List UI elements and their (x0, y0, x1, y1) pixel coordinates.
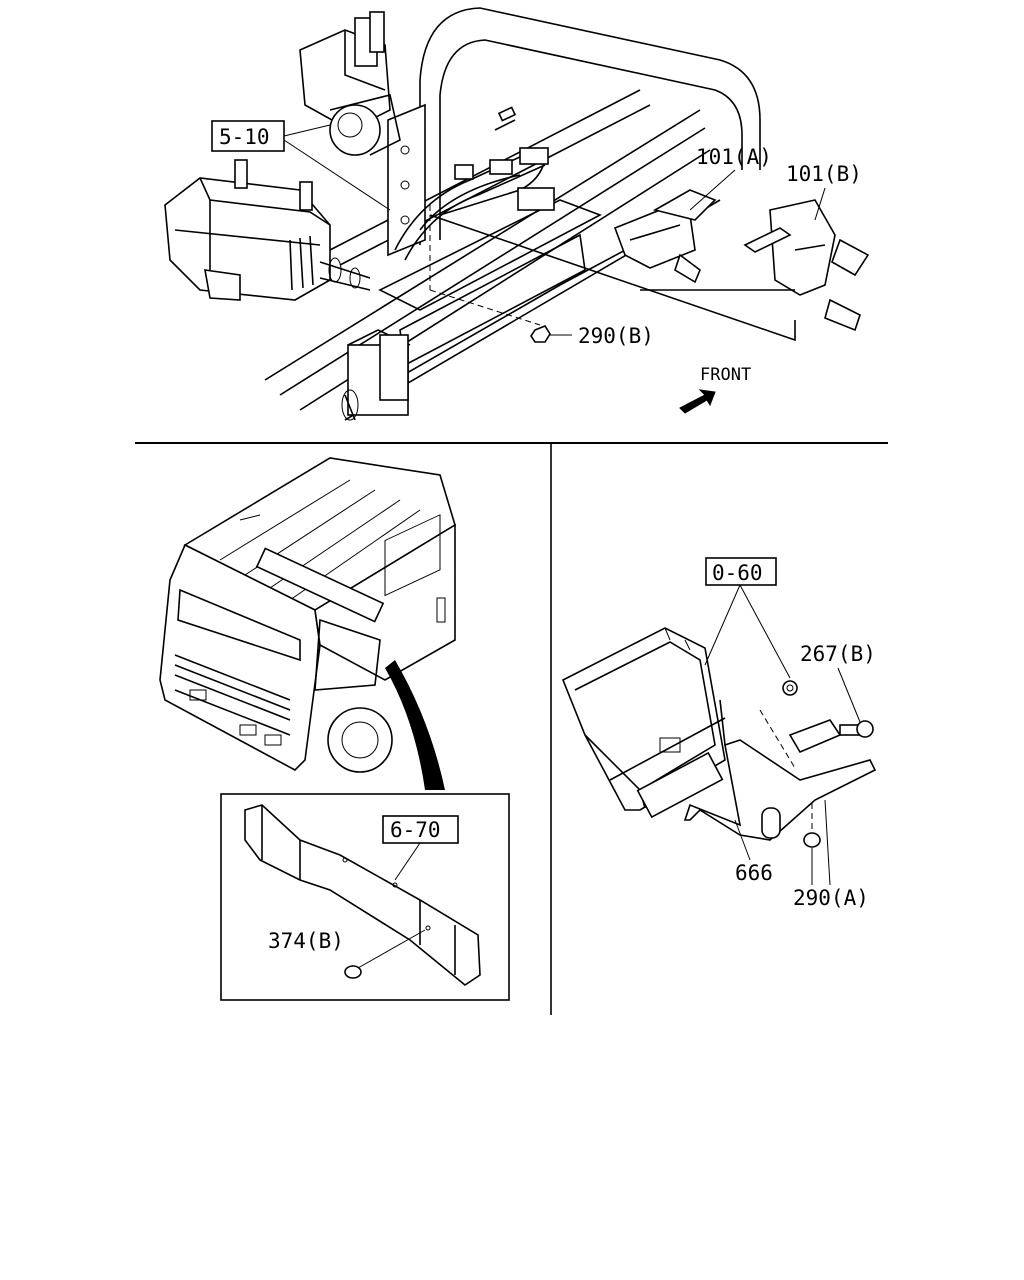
part-290a-label: 290(A) (793, 886, 869, 910)
ref-0-60-label: 0-60 (712, 561, 763, 585)
part-666-label: 666 (735, 861, 773, 885)
part-101b-label: 101(B) (786, 162, 862, 186)
part-374b-label: 374(B) (268, 929, 344, 953)
chassis-frame-drawing (164, 7, 870, 421)
front-label: FRONT (700, 365, 751, 385)
nut-icon (782, 680, 798, 696)
bracket-101b-drawing (743, 199, 870, 332)
part-290b-label: 290(B) (578, 324, 654, 348)
front-arrow-icon (679, 389, 716, 414)
detail-callout-arrow (385, 660, 445, 790)
ref-0-60-box (705, 557, 777, 586)
part-101a-label: 101(A) (696, 145, 772, 169)
washer-290a-icon (803, 832, 821, 848)
truck-cab-drawing (159, 457, 456, 790)
control-unit-drawing (561, 627, 877, 848)
plug-374b-icon (344, 965, 362, 979)
ref-6-70-label: 6-70 (390, 818, 441, 842)
part-267b-label: 267(B) (800, 642, 876, 666)
frame-rail-detail-drawing (244, 804, 481, 986)
ref-5-10-label: 5-10 (219, 125, 270, 149)
nut-290b-icon (530, 325, 551, 343)
bracket-101a-drawing (613, 189, 717, 284)
ref-6-70-box (382, 815, 459, 844)
